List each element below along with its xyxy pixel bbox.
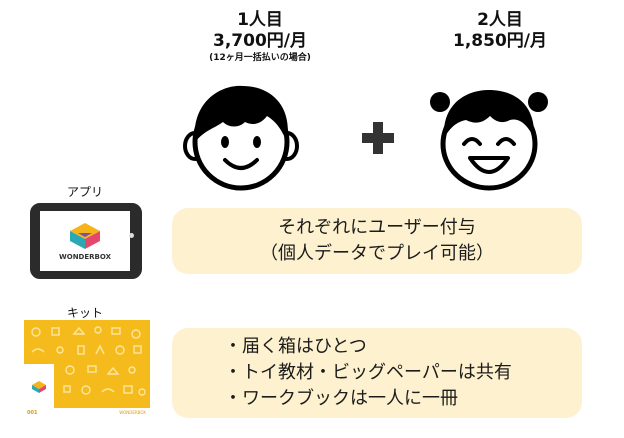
kit-bottom-strip: [24, 408, 150, 416]
price-block-person2: 2人目 1,850円/月: [420, 10, 580, 52]
tablet-home-button: [129, 233, 134, 238]
kit-pill-line-2: ・トイ教材・ビッグペーパーは共有: [224, 362, 512, 383]
kit-description-pill: ・届く箱はひとつ ・トイ教材・ビッグペーパーは共有 ・ワークブックは一人に一冊: [172, 328, 582, 418]
plus-icon: [362, 122, 394, 154]
kit-pill-line-3: ・ワークブックは一人に一冊: [224, 388, 458, 409]
kit-number: 001: [27, 410, 38, 416]
wonderbox-logo-icon: [70, 223, 100, 249]
app-pill-line-2: （個人データでプレイ可能）: [260, 243, 494, 264]
app-label: アプリ: [66, 185, 103, 199]
app-pill-line-1: それぞれにユーザー付与: [278, 217, 476, 238]
kit-logo-icon: [32, 381, 46, 393]
tablet-screen: WONDERBOX: [40, 211, 130, 271]
girl-face-icon: [430, 90, 548, 191]
kit-pattern-icon: [31, 326, 146, 396]
price-block-person1: 1人目 3,700円/月 (12ヶ月一括払いの場合): [180, 10, 340, 64]
person1-price: 3,700円/月: [213, 31, 307, 51]
app-description-pill: それぞれにユーザー付与 （個人データでプレイ可能）: [172, 208, 582, 274]
boy-face-icon: [183, 85, 299, 191]
kit-side-panel: [24, 364, 54, 416]
kit-pill-line-1: ・届く箱はひとつ: [224, 336, 367, 357]
kit-label: キット: [66, 306, 103, 320]
person2-title: 2人目: [477, 10, 523, 30]
person1-title: 1人目: [237, 10, 283, 30]
tablet-logo-text: WONDERBOX: [59, 253, 111, 261]
person2-price: 1,850円/月: [453, 31, 547, 51]
person1-note: (12ヶ月一括払いの場合): [209, 53, 311, 63]
tablet-frame: WONDERBOX: [30, 203, 142, 279]
kit-box: 001 WONDERBOX: [24, 320, 150, 416]
kit-brand: WONDERBOX: [119, 410, 146, 415]
